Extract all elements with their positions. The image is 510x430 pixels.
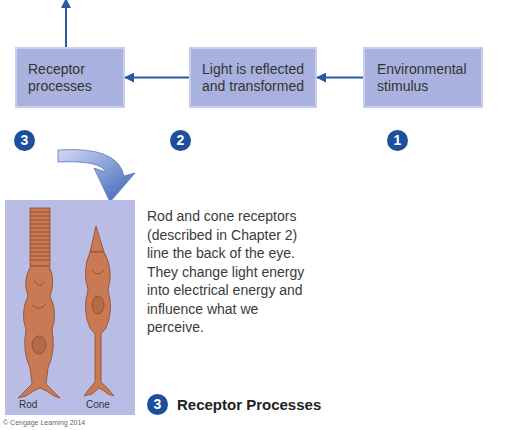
- callout-number: 3: [147, 394, 168, 415]
- process-box: Light is reflected and transformed: [189, 47, 317, 108]
- part-label: Cone: [86, 399, 110, 410]
- cone-cell: [84, 226, 114, 396]
- inset-panel: [5, 200, 135, 415]
- box-text: Environmental stimulus: [377, 61, 473, 95]
- callout-number: 1: [387, 130, 408, 151]
- box-text: Light is reflected and transformed: [197, 61, 309, 95]
- box-text: Receptor processes: [28, 61, 115, 95]
- description-text: Rod and cone receptors (described in Cha…: [147, 207, 315, 337]
- copyright-note: © Cengage Learning 2014: [3, 419, 85, 426]
- flow-arrow: [317, 77, 363, 79]
- panel-heading: Receptor Processes: [177, 396, 321, 413]
- callout-number: 2: [170, 130, 191, 151]
- part-label: Rod: [19, 399, 37, 410]
- flow-arrow: [125, 77, 189, 79]
- callout-number: 3: [14, 130, 35, 151]
- process-box: Receptor processes: [15, 47, 125, 108]
- process-box: Environmental stimulus: [363, 47, 483, 108]
- rod-cell: [18, 208, 60, 398]
- curved-arrow: [58, 150, 135, 202]
- output-arrow: [65, 3, 67, 47]
